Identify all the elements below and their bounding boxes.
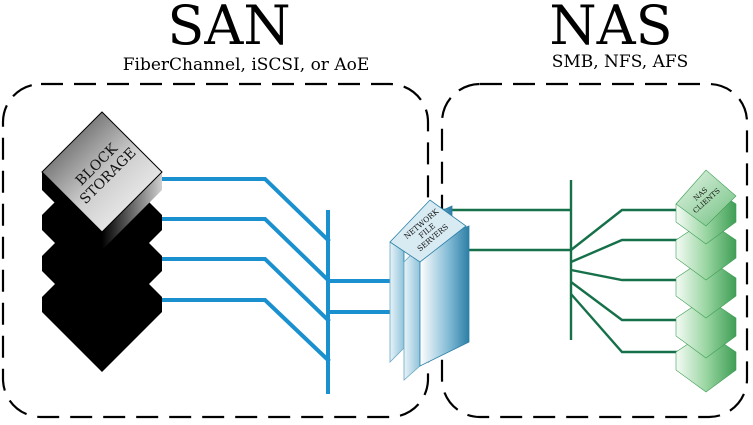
san-link-4 <box>158 298 331 363</box>
nas-boundary <box>440 82 749 419</box>
san-subtitle: FiberChannel, iSCSI, or AoE <box>123 55 370 75</box>
nas-subtitle: SMB, NFS, AFS <box>552 52 689 72</box>
storage-unit-1-top <box>41 111 163 233</box>
server-top <box>389 199 467 263</box>
nas-clients-stack: NAS CLIENTS <box>675 169 737 393</box>
storage-unit-1-side <box>42 172 102 250</box>
san-link-2 <box>158 217 331 283</box>
san-title: SAN <box>167 0 290 57</box>
nas-client-link-1 <box>570 208 690 251</box>
san-link-3 <box>158 257 331 323</box>
server-front-side <box>403 245 421 381</box>
san-link-1 <box>158 177 331 243</box>
nas-client-link-4 <box>570 281 690 322</box>
san-links <box>158 177 412 394</box>
nas-client-link-2 <box>570 238 690 264</box>
nas-client-link-5 <box>570 293 690 354</box>
nas-links <box>440 180 690 354</box>
nas-client-link-3 <box>570 268 690 282</box>
storage-unit-1-front <box>102 172 162 250</box>
network-file-servers: NETWORK FILE SERVERS <box>389 199 470 381</box>
nas-title: NAS <box>549 0 672 57</box>
block-storage-stack: BLOCK STORAGE <box>41 111 163 372</box>
client-top <box>675 169 737 227</box>
